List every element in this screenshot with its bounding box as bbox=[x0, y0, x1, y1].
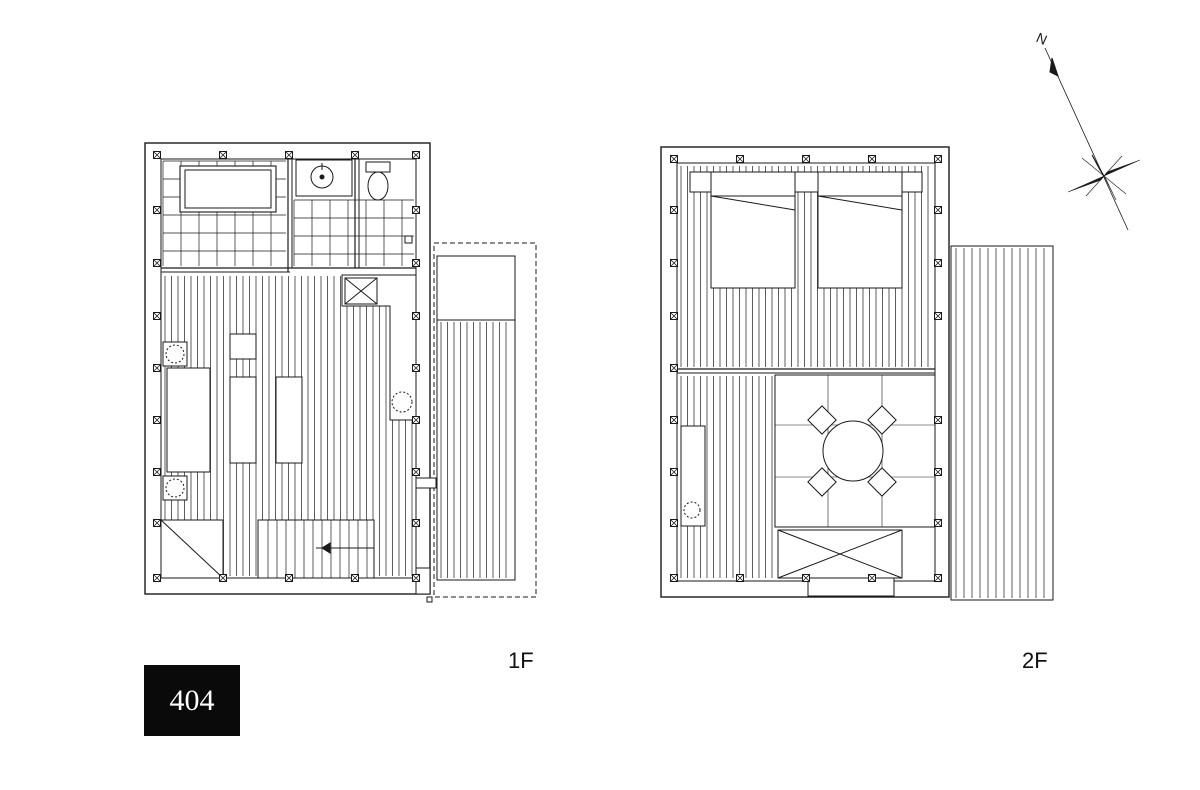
chair-ne bbox=[867, 405, 897, 435]
chair-nw bbox=[807, 405, 837, 435]
floor-label-2f: 2F bbox=[1022, 648, 1048, 673]
bench-3 bbox=[275, 376, 303, 464]
1f-outer-wall bbox=[144, 142, 431, 595]
chair-sw bbox=[807, 467, 837, 497]
stair-1f bbox=[257, 519, 375, 579]
unit-number-badge: 404 bbox=[144, 665, 240, 736]
second-floor-plan bbox=[660, 146, 1054, 601]
2f-outer-wall bbox=[660, 146, 950, 598]
side-desk bbox=[680, 425, 706, 527]
bed-right bbox=[817, 171, 903, 289]
chair-se bbox=[867, 467, 897, 497]
kitchen-counter bbox=[341, 274, 417, 421]
bench-2 bbox=[229, 376, 257, 464]
1f-balcony-outline bbox=[433, 242, 537, 598]
toilet-bowl bbox=[367, 171, 389, 201]
first-floor-plan bbox=[144, 142, 537, 603]
table-left bbox=[166, 367, 211, 473]
north-label: N bbox=[1034, 29, 1050, 48]
north-arrow bbox=[1044, 47, 1141, 231]
2f-balcony bbox=[950, 245, 1054, 601]
bed-left bbox=[710, 171, 796, 289]
bench-1 bbox=[229, 333, 257, 360]
toilet-tank bbox=[365, 161, 391, 173]
floor-label-1f: 1F bbox=[508, 648, 534, 673]
wc-tiles bbox=[293, 199, 414, 266]
round-table bbox=[822, 420, 884, 482]
